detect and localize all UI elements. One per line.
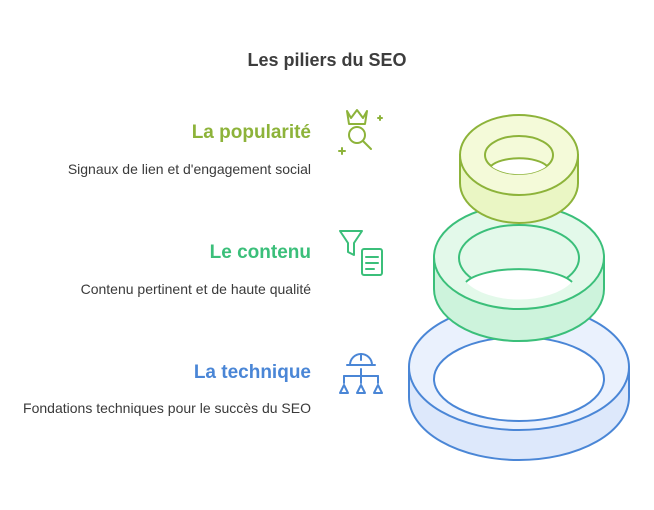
ring-content xyxy=(433,204,605,342)
filter-document-icon xyxy=(339,230,383,276)
pillar-desc-content: Contenu pertinent et de haute qualité xyxy=(80,281,311,297)
crown-search-icon xyxy=(338,109,383,155)
ring-popularity xyxy=(459,114,579,224)
pillar-desc-popularity: Signaux de lien et d'engagement social xyxy=(67,161,311,177)
diagram-title: Les piliers du SEO xyxy=(247,50,407,70)
pillar-title-popularity: La popularité xyxy=(191,122,311,143)
pillar-desc-technical: Fondations techniques pour le succès du … xyxy=(23,400,311,416)
ring-technical xyxy=(408,303,630,461)
pillar-title-content: Le contenu xyxy=(209,242,311,263)
pillar-title-technical: La technique xyxy=(193,362,311,383)
hardhat-network-icon xyxy=(339,353,383,394)
